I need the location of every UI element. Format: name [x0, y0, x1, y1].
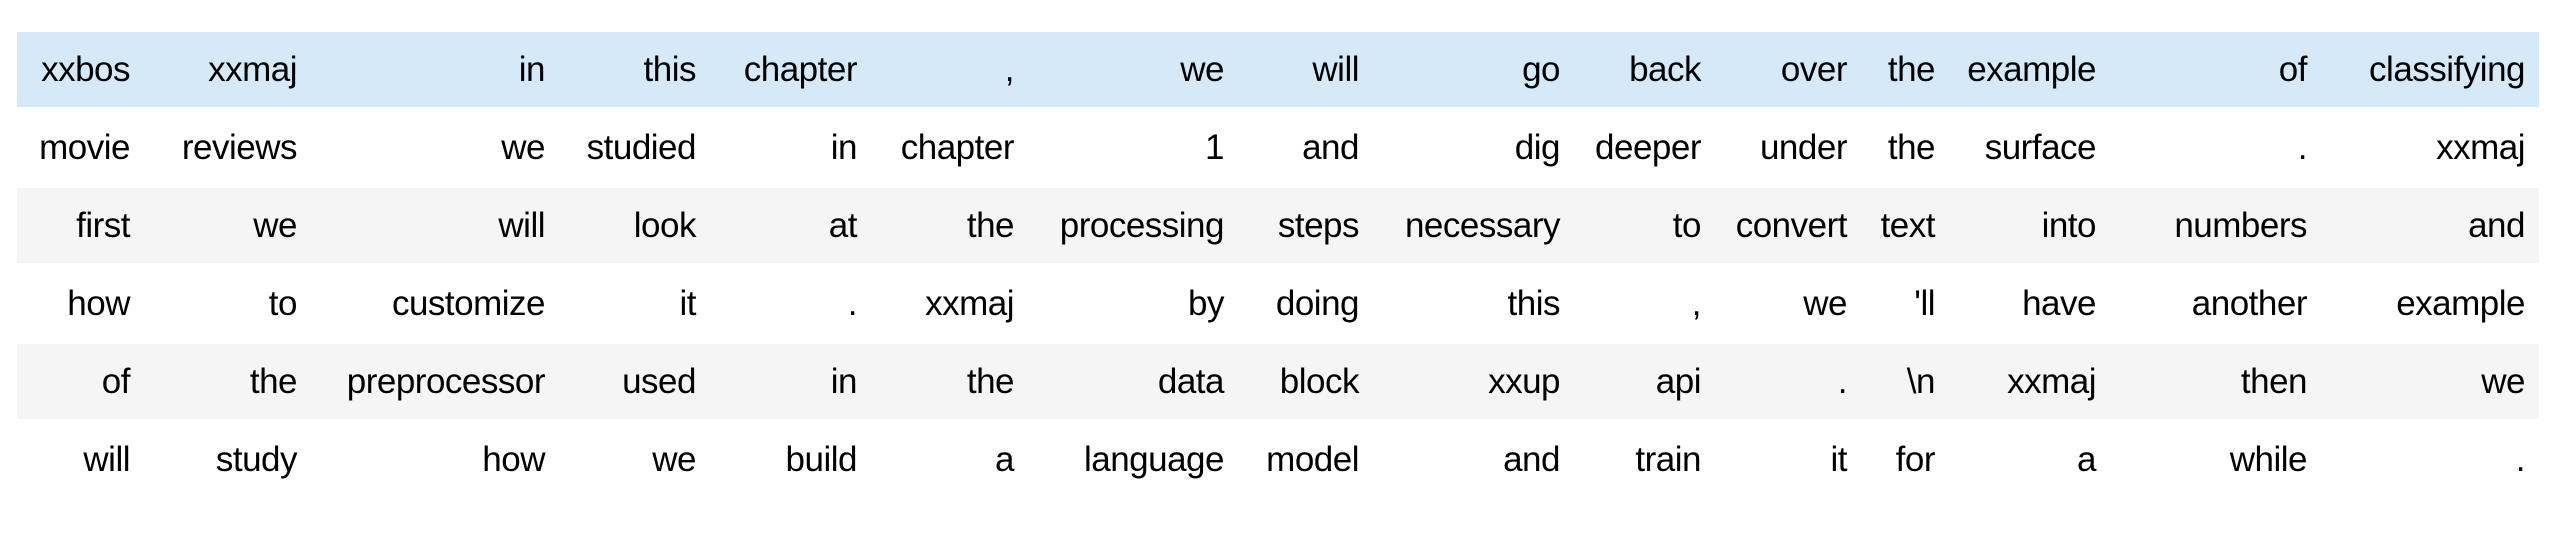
token-cell: a	[871, 422, 1028, 500]
token-cell: back	[1574, 32, 1715, 110]
token-cell: necessary	[1373, 188, 1574, 266]
token-cell: movie	[17, 110, 144, 188]
token-cell: xxbos	[17, 32, 144, 110]
token-cell: model	[1238, 422, 1373, 500]
token-cell: xxup	[1373, 344, 1574, 422]
token-cell: surface	[1949, 110, 2110, 188]
token-cell: .	[710, 266, 871, 344]
token-cell: steps	[1238, 188, 1373, 266]
token-cell: how	[17, 266, 144, 344]
token-cell: into	[1949, 188, 2110, 266]
token-cell: processing	[1028, 188, 1238, 266]
token-cell: over	[1715, 32, 1861, 110]
token-cell: we	[1715, 266, 1861, 344]
token-cell: and	[2321, 188, 2539, 266]
token-cell: example	[1949, 32, 2110, 110]
token-cell: while	[2110, 422, 2321, 500]
token-cell: .	[2321, 422, 2539, 500]
token-cell: 1	[1028, 110, 1238, 188]
token-cell: by	[1028, 266, 1238, 344]
token-cell: used	[559, 344, 710, 422]
token-cell: and	[1238, 110, 1373, 188]
token-cell: to	[144, 266, 311, 344]
token-cell: it	[1715, 422, 1861, 500]
token-cell: deeper	[1574, 110, 1715, 188]
token-cell: this	[559, 32, 710, 110]
token-cell: of	[17, 344, 144, 422]
token-cell: ,	[871, 32, 1028, 110]
token-cell: customize	[311, 266, 559, 344]
token-cell: chapter	[710, 32, 871, 110]
token-cell: will	[311, 188, 559, 266]
tokens-table-body: xxbos xxmaj in this chapter , we will go…	[17, 32, 2539, 500]
token-cell: block	[1238, 344, 1373, 422]
token-cell: reviews	[144, 110, 311, 188]
token-cell: of	[2110, 32, 2321, 110]
token-cell: we	[559, 422, 710, 500]
token-cell: in	[710, 110, 871, 188]
token-row: how to customize it . xxmaj by doing thi…	[17, 266, 2539, 344]
token-cell: numbers	[2110, 188, 2321, 266]
token-cell: another	[2110, 266, 2321, 344]
token-cell: dig	[1373, 110, 1574, 188]
token-cell: xxmaj	[871, 266, 1028, 344]
token-cell: in	[311, 32, 559, 110]
token-cell: api	[1574, 344, 1715, 422]
token-cell: 'll	[1861, 266, 1949, 344]
token-cell: we	[2321, 344, 2539, 422]
token-row: movie reviews we studied in chapter 1 an…	[17, 110, 2539, 188]
token-row: will study how we build a language model…	[17, 422, 2539, 500]
tokens-table: xxbos xxmaj in this chapter , we will go…	[17, 32, 2539, 500]
token-cell: we	[144, 188, 311, 266]
token-cell: \n	[1861, 344, 1949, 422]
token-cell: under	[1715, 110, 1861, 188]
token-cell: for	[1861, 422, 1949, 500]
token-cell: will	[17, 422, 144, 500]
token-cell: train	[1574, 422, 1715, 500]
token-cell: ,	[1574, 266, 1715, 344]
token-cell: xxmaj	[1949, 344, 2110, 422]
token-cell: preprocessor	[311, 344, 559, 422]
token-cell: convert	[1715, 188, 1861, 266]
token-row-highlighted: xxbos xxmaj in this chapter , we will go…	[17, 32, 2539, 110]
token-cell: to	[1574, 188, 1715, 266]
token-cell: have	[1949, 266, 2110, 344]
token-cell: the	[1861, 32, 1949, 110]
token-cell: will	[1238, 32, 1373, 110]
token-cell: xxmaj	[144, 32, 311, 110]
token-cell: .	[1715, 344, 1861, 422]
token-cell: build	[710, 422, 871, 500]
token-cell: the	[871, 188, 1028, 266]
token-cell: and	[1373, 422, 1574, 500]
token-cell: go	[1373, 32, 1574, 110]
token-cell: a	[1949, 422, 2110, 500]
token-cell: we	[311, 110, 559, 188]
token-cell: then	[2110, 344, 2321, 422]
token-cell: doing	[1238, 266, 1373, 344]
token-cell: the	[871, 344, 1028, 422]
token-cell: the	[1861, 110, 1949, 188]
token-row: of the preprocessor used in the data blo…	[17, 344, 2539, 422]
token-cell: it	[559, 266, 710, 344]
token-cell: example	[2321, 266, 2539, 344]
token-cell: the	[144, 344, 311, 422]
token-cell: classifying	[2321, 32, 2539, 110]
token-cell: language	[1028, 422, 1238, 500]
token-cell: in	[710, 344, 871, 422]
token-cell: look	[559, 188, 710, 266]
token-cell: study	[144, 422, 311, 500]
token-cell: at	[710, 188, 871, 266]
token-cell: we	[1028, 32, 1238, 110]
token-cell: studied	[559, 110, 710, 188]
token-cell: first	[17, 188, 144, 266]
token-cell: chapter	[871, 110, 1028, 188]
token-row: first we will look at the processing ste…	[17, 188, 2539, 266]
token-cell: xxmaj	[2321, 110, 2539, 188]
token-cell: how	[311, 422, 559, 500]
token-cell: data	[1028, 344, 1238, 422]
token-cell: .	[2110, 110, 2321, 188]
token-cell: this	[1373, 266, 1574, 344]
token-cell: text	[1861, 188, 1949, 266]
